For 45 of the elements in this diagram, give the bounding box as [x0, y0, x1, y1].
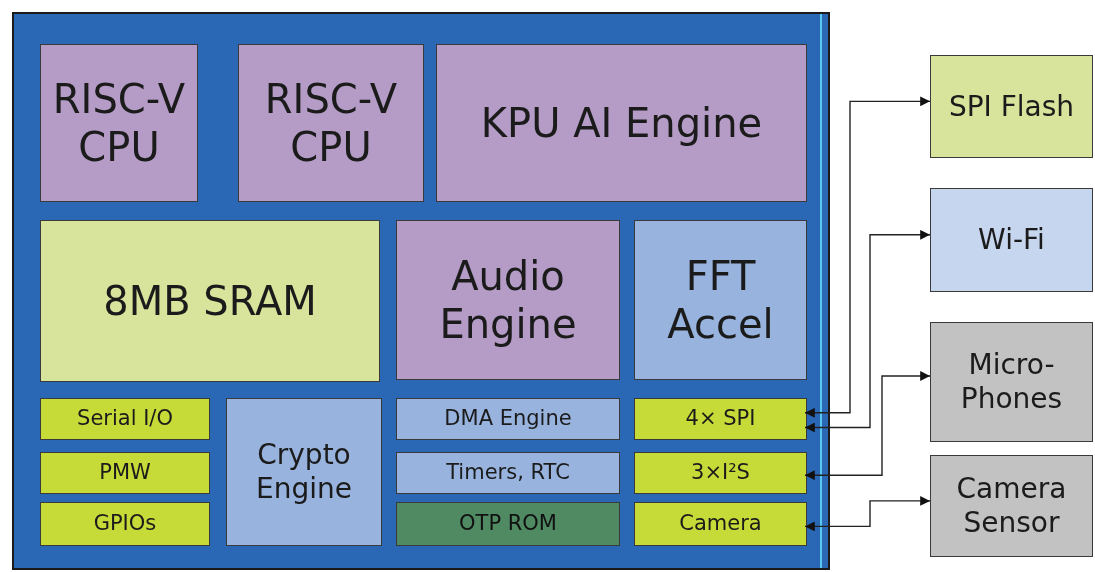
connector-arrow — [804, 229, 931, 433]
block-label: OTP ROM — [459, 511, 557, 537]
block-label: KPU AI Engine — [480, 99, 763, 147]
block-box — [634, 502, 807, 546]
block-box — [396, 452, 620, 494]
block-label: Camera Sensor — [955, 472, 1068, 540]
connector-arrow — [804, 96, 931, 418]
block-box — [930, 322, 1093, 442]
chip-outline — [12, 12, 830, 570]
block-label: FFT Accel — [666, 252, 775, 348]
block-box — [436, 44, 807, 202]
block-box — [40, 398, 210, 440]
block-label: Crypto Engine — [255, 438, 353, 506]
block-label: SPI Flash — [948, 89, 1075, 124]
block-label: PMW — [99, 460, 151, 486]
block-box — [930, 188, 1093, 292]
block-box — [634, 220, 807, 380]
block-box — [40, 502, 210, 546]
block-box — [930, 55, 1093, 158]
block-box — [40, 452, 210, 494]
block-box — [634, 452, 807, 494]
connector-arrow — [804, 496, 931, 532]
block-box — [396, 502, 620, 546]
block-box — [226, 398, 382, 546]
block-label: Camera — [679, 511, 762, 537]
block-label: Audio Engine — [438, 252, 578, 348]
block-label: DMA Engine — [444, 406, 572, 432]
block-label: 3×I²S — [691, 460, 750, 486]
block-label: Wi-Fi — [978, 223, 1045, 257]
block-label: 4× SPI — [685, 406, 756, 432]
block-box — [930, 455, 1093, 557]
block-box — [396, 220, 620, 380]
block-box — [40, 220, 380, 382]
block-box — [238, 44, 424, 202]
block-label: RISC-V CPU — [263, 75, 399, 171]
connector-arrow — [804, 371, 931, 481]
block-label: Micro- Phones — [959, 348, 1064, 416]
block-label: GPIOs — [93, 511, 157, 537]
block-box — [634, 398, 807, 440]
block-label: Serial I/O — [77, 406, 173, 432]
block-label: 8MB SRAM — [103, 277, 317, 325]
block-label: Timers, RTC — [446, 460, 570, 486]
block-label: RISC-V CPU — [51, 75, 187, 171]
block-box — [396, 398, 620, 440]
block-box — [40, 44, 198, 202]
